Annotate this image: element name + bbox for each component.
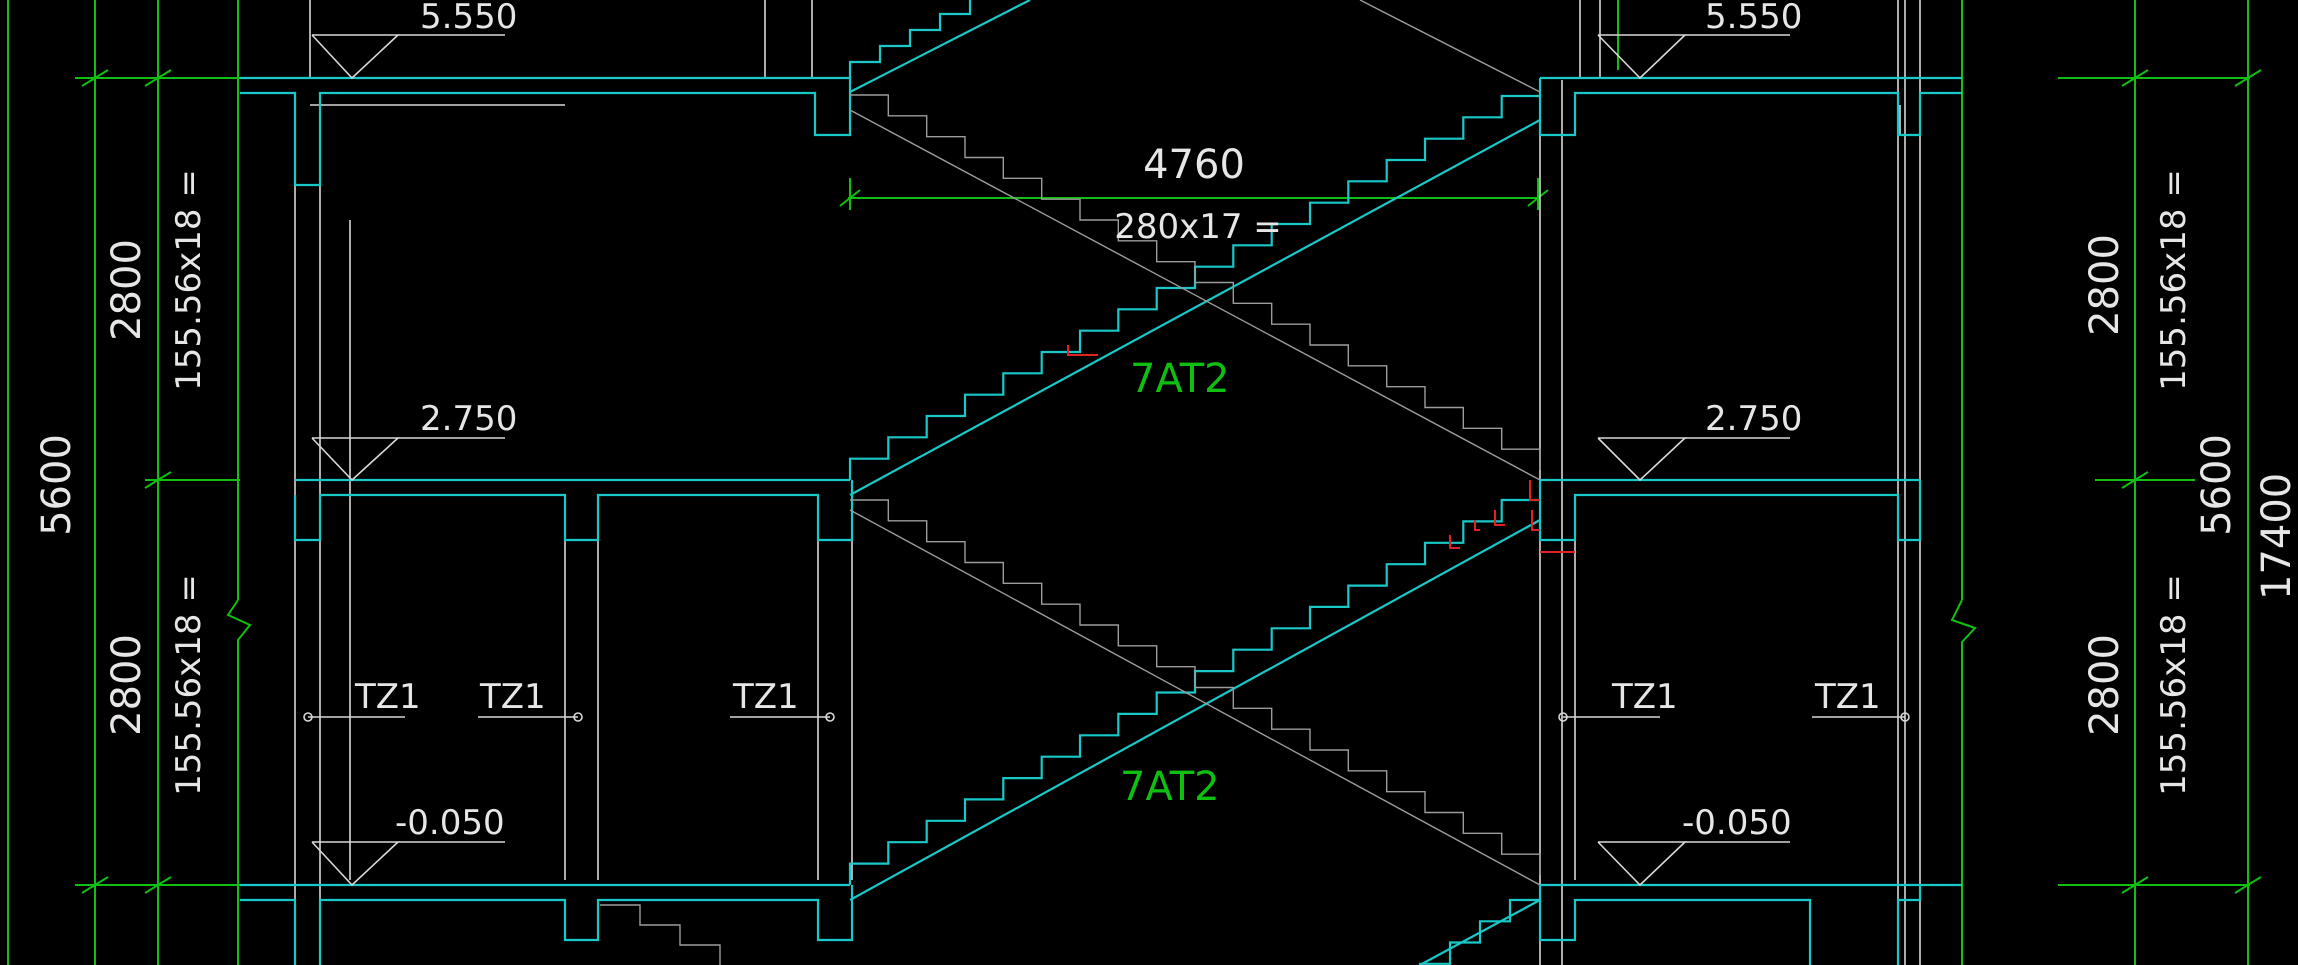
total-dim: 17400	[2254, 473, 2298, 600]
elevation-marker	[1597, 437, 1790, 482]
hidden-flights	[600, 0, 1541, 965]
column-tag: TZ1	[479, 677, 546, 717]
floor-dim: 2800	[2082, 234, 2128, 336]
elevation-marker	[311, 437, 505, 482]
column-tag: TZ1	[354, 677, 421, 717]
elevation-label: -0.050	[395, 803, 505, 843]
elevation-label: 5.550	[1705, 0, 1802, 37]
column-tag: TZ1	[1611, 677, 1678, 717]
column-tag-leaders	[303, 712, 1910, 722]
drawing-text: 2800 155.56x18 = 5600 2800 155.56x18 = 2…	[34, 0, 2298, 843]
span-dim: 5600	[34, 434, 80, 536]
stair-label: 7AT2	[1120, 764, 1220, 810]
rebar-marks	[1067, 345, 1575, 553]
column-tag: TZ1	[1814, 677, 1881, 717]
step-dim: 155.56x18 =	[2154, 169, 2194, 391]
step-dim: 155.56x18 =	[2154, 574, 2194, 796]
elevation-label: -0.050	[1682, 803, 1792, 843]
structure-outlines	[294, 0, 1921, 965]
stair-label: 7AT2	[1130, 356, 1230, 402]
floor-dim: 2800	[104, 634, 150, 736]
elevation-markers	[311, 34, 1790, 887]
floor-slabs	[240, 76, 1962, 965]
elevation-label: 2.750	[1705, 399, 1802, 439]
elevation-label: 2.750	[420, 399, 517, 439]
dimension-lines	[7, 0, 2262, 965]
step-dim: 155.56x18 =	[169, 169, 209, 391]
tread-dim: 280x17 =	[1114, 207, 1282, 247]
floor-dim: 2800	[2082, 634, 2128, 736]
elevation-marker	[311, 34, 505, 80]
elevation-marker	[1597, 34, 1790, 80]
elevation-label: 5.550	[420, 0, 517, 37]
floor-dim: 2800	[104, 239, 150, 341]
step-dim: 155.56x18 =	[169, 574, 209, 796]
span-dim: 5600	[2194, 434, 2240, 536]
elevation-marker	[311, 841, 505, 887]
run-length-dim: 4760	[1143, 142, 1245, 188]
stair-flights	[848, 0, 1541, 965]
elevation-marker	[1597, 841, 1790, 887]
column-tag: TZ1	[732, 677, 799, 717]
